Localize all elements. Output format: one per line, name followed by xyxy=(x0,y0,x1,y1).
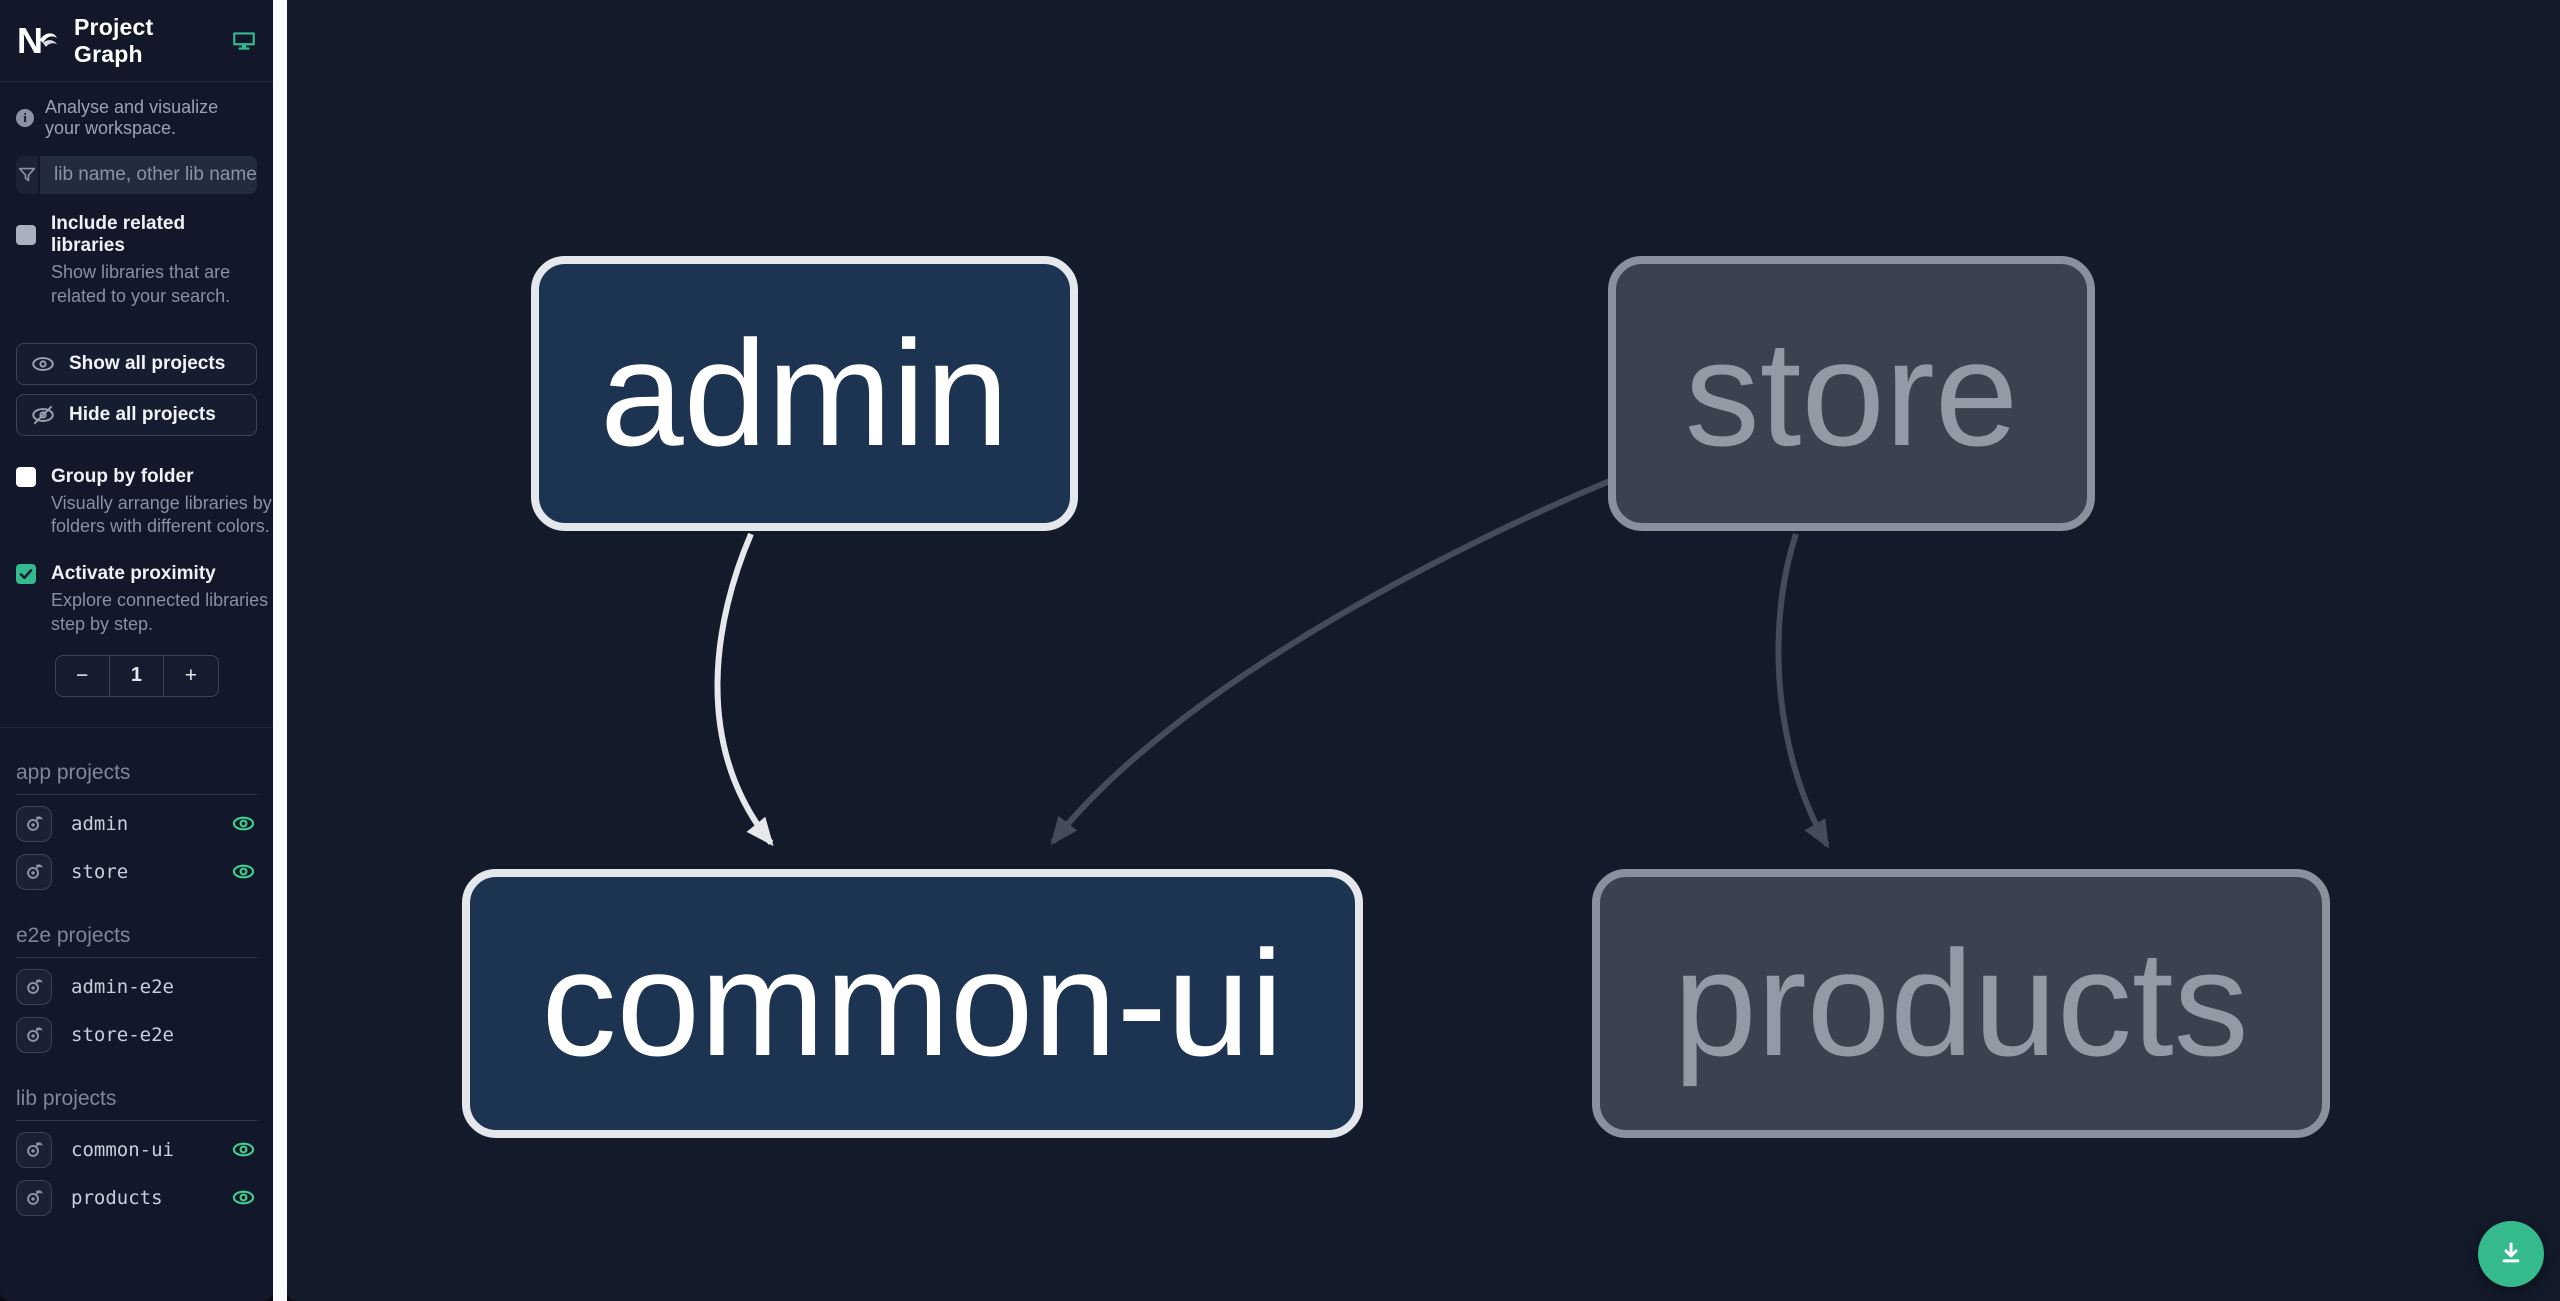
graph-node-store[interactable]: store xyxy=(1608,256,2095,531)
node-label: admin xyxy=(600,309,1009,477)
section-heading-lib-projects: lib projects xyxy=(16,1087,257,1121)
sidebar-resize-divider[interactable] xyxy=(273,0,287,1301)
focus-icon xyxy=(26,979,43,994)
activate-proximity-label[interactable]: Activate proximity xyxy=(51,563,216,584)
project-name[interactable]: common-ui xyxy=(71,1138,174,1161)
group-by-folder-description: Visually arrange libraries by folders wi… xyxy=(51,492,272,537)
focus-icon xyxy=(26,1190,43,1205)
focus-icon xyxy=(26,816,43,831)
toggle-visibility-eye-icon[interactable] xyxy=(230,1184,257,1211)
workspace-info-text: Analyse and visualize your workspace. xyxy=(45,97,219,138)
filter-input[interactable] xyxy=(40,156,257,194)
focus-project-button[interactable] xyxy=(16,805,52,842)
checkmark-icon xyxy=(19,569,33,580)
svg-text:N: N xyxy=(17,20,43,61)
project-row-common-ui: common-ui xyxy=(16,1131,257,1169)
section-heading-app-projects: app projects xyxy=(16,761,257,795)
toggle-visibility-eye-icon[interactable] xyxy=(230,858,257,885)
section-heading-e2e-projects: e2e projects xyxy=(16,924,257,958)
project-row-admin: admin xyxy=(16,805,257,843)
hide-all-projects-button[interactable]: Hide all projects xyxy=(16,393,257,436)
project-name[interactable]: admin-e2e xyxy=(71,975,174,998)
include-related-group: Include related libraries Show libraries… xyxy=(16,213,257,309)
filter-bar xyxy=(16,156,257,194)
project-name[interactable]: admin xyxy=(71,812,129,835)
info-icon: i xyxy=(16,109,34,127)
activate-proximity-description: Explore connected libraries step by step… xyxy=(51,590,269,634)
download-graph-button[interactable] xyxy=(2478,1221,2544,1287)
graph-canvas[interactable]: admin store common-ui products xyxy=(287,0,2560,1301)
toggle-visibility-eye-icon[interactable] xyxy=(230,810,257,837)
node-label: common-ui xyxy=(541,919,1284,1087)
edge-store-to-common-ui[interactable] xyxy=(1050,475,1619,846)
activate-proximity-checkbox[interactable] xyxy=(16,564,36,584)
proximity-decrement-button[interactable]: − xyxy=(76,663,89,687)
graph-edges xyxy=(714,475,1830,849)
project-row-store-e2e: store-e2e xyxy=(16,1016,257,1054)
focus-project-button[interactable] xyxy=(16,1016,52,1053)
include-related-label[interactable]: Include related libraries xyxy=(51,213,186,256)
sidebar: N Project Graph i Analyse and visualize … xyxy=(0,0,273,1301)
project-row-store: store xyxy=(16,853,257,891)
include-related-description: Show libraries that are related to your … xyxy=(51,262,231,306)
toggle-visibility-eye-icon[interactable] xyxy=(230,1136,257,1163)
group-by-folder-label[interactable]: Group by folder xyxy=(51,465,194,487)
show-all-projects-button[interactable]: Show all projects xyxy=(16,342,257,385)
focus-icon xyxy=(26,1142,43,1157)
proximity-stepper: − 1 + xyxy=(54,654,219,697)
workspace-info: i Analyse and visualize your workspace. xyxy=(0,82,273,139)
nx-logo: N xyxy=(16,19,60,63)
edge-store-to-products[interactable] xyxy=(1775,533,1830,849)
sidebar-header: N Project Graph xyxy=(0,0,273,82)
activate-proximity-group: Activate proximity Explore connected lib… xyxy=(16,563,268,637)
graph-node-common-ui[interactable]: common-ui xyxy=(462,869,1363,1138)
group-by-folder-group: Group by folder Visually arrange librari… xyxy=(16,465,272,540)
eye-icon xyxy=(30,351,56,377)
project-row-products: products xyxy=(16,1179,257,1217)
focus-project-button[interactable] xyxy=(16,1179,52,1216)
focus-project-button[interactable] xyxy=(16,853,52,890)
sidebar-separator xyxy=(0,726,273,728)
graph-node-admin[interactable]: admin xyxy=(531,256,1078,531)
eye-off-icon xyxy=(30,402,56,428)
show-all-projects-label: Show all projects xyxy=(69,352,226,374)
focus-icon xyxy=(26,1027,43,1042)
proximity-value: 1 xyxy=(108,655,165,696)
edge-admin-to-common-ui[interactable] xyxy=(714,532,774,847)
focus-icon xyxy=(26,864,43,879)
group-by-folder-checkbox[interactable] xyxy=(16,466,36,487)
node-label: products xyxy=(1673,919,2249,1087)
include-related-checkbox[interactable] xyxy=(16,225,36,245)
proximity-increment-button[interactable]: + xyxy=(184,663,197,687)
project-name[interactable]: store xyxy=(71,860,129,883)
funnel-icon xyxy=(16,156,40,194)
project-name[interactable]: store-e2e xyxy=(71,1023,174,1046)
monitor-icon[interactable] xyxy=(231,28,257,54)
download-icon xyxy=(2502,1242,2520,1263)
focus-project-button[interactable] xyxy=(16,1131,52,1168)
project-name[interactable]: products xyxy=(71,1186,163,1209)
graph-node-products[interactable]: products xyxy=(1592,869,2330,1138)
node-label: store xyxy=(1684,309,2019,477)
focus-project-button[interactable] xyxy=(16,968,52,1005)
page-title: Project Graph xyxy=(74,13,154,67)
project-row-admin-e2e: admin-e2e xyxy=(16,968,257,1006)
hide-all-projects-label: Hide all projects xyxy=(69,403,216,425)
